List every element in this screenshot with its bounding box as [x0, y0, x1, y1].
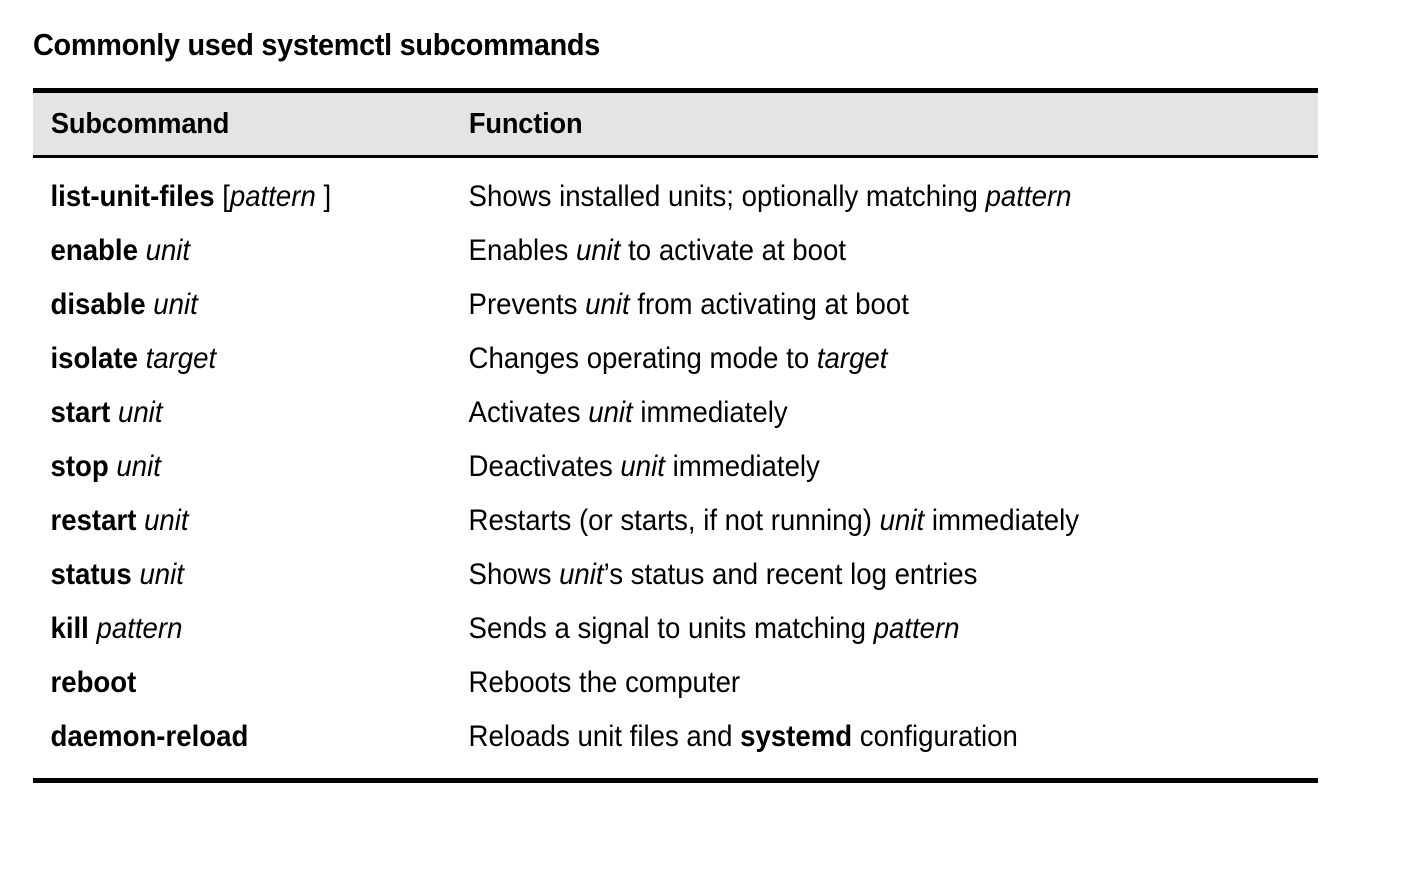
text-italic: pattern — [229, 180, 316, 213]
table-title: Commonly used systemctl subcommands — [33, 27, 600, 62]
text-regular: Prevents — [468, 288, 586, 321]
text-italic: unit — [879, 504, 925, 537]
cell-function: Restarts (or starts, if not running) uni… — [452, 494, 1249, 548]
cell-function: Deactivates unit immediately — [452, 440, 1249, 494]
cell-subcommand: restart unit — [33, 494, 418, 548]
table-row: list-unit-files [pattern ]Shows installe… — [33, 170, 1318, 224]
text-italic: unit — [620, 450, 665, 483]
text-regular: ] — [315, 180, 332, 213]
text-italic: unit — [585, 288, 630, 321]
table-top-rule — [33, 88, 1318, 93]
text-regular: Shows installed units; optionally matchi… — [468, 180, 986, 213]
text-regular — [109, 450, 117, 483]
text-regular: [ — [214, 180, 230, 213]
text-bold: kill — [50, 612, 89, 645]
systemctl-subcommands-table: Subcommand Function list-unit-files [pat… — [33, 88, 1318, 783]
table-row: daemon-reload Reloads unit files and syst… — [33, 710, 1318, 764]
cell-subcommand: stop unit — [33, 440, 418, 494]
cell-subcommand: list-unit-files [pattern ] — [33, 170, 418, 224]
table-row: reboot Reboots the computer — [33, 656, 1318, 710]
cell-function: Shows installed units; optionally matchi… — [452, 170, 1249, 224]
cell-function: Prevents unit from activating at boot — [452, 278, 1249, 332]
cell-function: Reloads unit files and systemd configura… — [452, 710, 1249, 764]
text-bold: isolate — [50, 342, 138, 375]
text-regular: Activates — [468, 396, 589, 429]
text-italic: pattern — [985, 180, 1072, 213]
table-body: list-unit-files [pattern ]Shows installe… — [33, 158, 1318, 778]
text-italic: unit — [559, 558, 604, 591]
text-bold: systemd — [740, 720, 853, 753]
text-bold: enable — [50, 234, 138, 267]
text-bold: stop — [50, 450, 109, 483]
text-regular: immediately — [924, 504, 1080, 537]
text-regular: Changes operating mode to — [468, 342, 817, 375]
text-bold: reboot — [50, 666, 137, 699]
text-bold: daemon-reload — [50, 720, 249, 753]
text-italic: pattern — [873, 612, 960, 645]
text-regular: from activating at boot — [629, 288, 909, 321]
cell-subcommand: reboot — [33, 656, 418, 710]
text-regular: configuration — [852, 720, 1018, 753]
cell-function: Reboots the computer — [452, 656, 1249, 710]
text-regular — [132, 558, 140, 591]
text-italic: unit — [153, 288, 198, 321]
text-regular: Sends a signal to units matching — [468, 612, 874, 645]
text-bold: disable — [50, 288, 146, 321]
text-bold: start — [50, 396, 111, 429]
cell-subcommand: daemon-reload — [33, 710, 418, 764]
text-italic: unit — [145, 234, 191, 267]
text-regular: Enables — [468, 234, 576, 267]
text-regular: immediately — [664, 450, 820, 483]
text-italic: unit — [144, 504, 189, 537]
cell-subcommand: status unit — [33, 548, 418, 602]
text-regular: immediately — [632, 396, 788, 429]
cell-function: Shows unit’s status and recent log entri… — [452, 548, 1249, 602]
cell-function: Sends a signal to units matching pattern — [452, 602, 1249, 656]
text-italic: unit — [116, 450, 161, 483]
text-regular: Reloads unit files and — [468, 720, 741, 753]
text-regular: Deactivates — [468, 450, 621, 483]
cell-function: Enables unit to activate at boot — [452, 224, 1249, 278]
text-italic: unit — [139, 558, 184, 591]
text-regular — [146, 288, 154, 321]
column-header-subcommand: Subcommand — [50, 107, 230, 140]
cell-function: Activates unit immediately — [452, 386, 1249, 440]
text-italic: unit — [588, 396, 633, 429]
table-header-row: Subcommand Function — [33, 93, 1318, 155]
cell-subcommand: enable unit — [33, 224, 418, 278]
text-italic: pattern — [96, 612, 183, 645]
text-regular — [89, 612, 97, 645]
table-header-rule — [33, 155, 1318, 158]
text-bold: status — [50, 558, 132, 591]
text-regular: ’s status and recent log entries — [603, 558, 978, 591]
cell-subcommand: start unit — [33, 386, 418, 440]
text-italic: target — [145, 342, 217, 375]
text-italic: target — [816, 342, 888, 375]
column-header-function: Function — [468, 107, 583, 140]
cell-subcommand: disable unit — [33, 278, 418, 332]
text-italic: unit — [575, 234, 621, 267]
text-regular: Restarts (or starts, if not running) — [468, 504, 880, 537]
text-regular — [136, 504, 144, 537]
cell-subcommand: kill pattern — [33, 602, 418, 656]
text-regular: Shows — [468, 558, 560, 591]
table-bottom-rule — [33, 778, 1318, 783]
text-bold: restart — [50, 504, 137, 537]
text-bold: list-unit-files — [50, 180, 215, 213]
cell-function: Changes operating mode to target — [452, 332, 1249, 386]
text-italic: unit — [117, 396, 163, 429]
text-regular: to activate at boot — [620, 234, 847, 267]
cell-subcommand: isolate target — [33, 332, 418, 386]
text-regular: Reboots the computer — [468, 666, 741, 699]
